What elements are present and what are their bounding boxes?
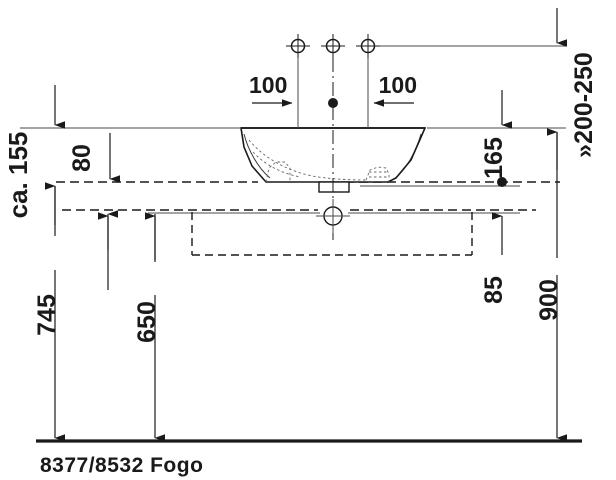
bowl-drain-boss [318, 181, 350, 193]
dim-900-label: 900 [535, 279, 563, 321]
dim-165-label: 165 [480, 137, 508, 179]
right-reference-dot [497, 177, 507, 187]
bowl-right-inner-wall [393, 133, 422, 180]
dim-80-label: 80 [68, 144, 96, 172]
cabinet-line-tick-arrows [98, 212, 156, 262]
bowl-pedestal-hidden [265, 161, 291, 183]
bowl-interior-hidden-detail [248, 139, 390, 183]
dim-100-left-label: 100 [249, 72, 287, 98]
product-label: 8377/8532 Fogo [40, 454, 203, 477]
tap-hole-axis-lines [297, 58, 369, 128]
tap-hole-centre [321, 34, 345, 58]
tap-hole-left [286, 34, 310, 58]
dim-ca155-label: ca. 155 [3, 132, 33, 219]
dim-650-label: 650 [133, 301, 161, 343]
hidden-recess-rectangle [191, 212, 473, 256]
bowl-inner-secondary-curve [252, 151, 301, 178]
centre-origin-dot [328, 98, 338, 108]
tap-hole-group [286, 34, 380, 58]
dim-100-right-label: 100 [379, 72, 417, 98]
dim-85-label: 85 [480, 276, 508, 304]
drain-symbol [316, 199, 350, 233]
bowl-inner-floor-curve [248, 139, 367, 181]
dim-745-label: 745 [33, 294, 61, 336]
bowl-waste-hidden [365, 166, 390, 182]
dim-200-250-label: »200-250 [570, 52, 598, 158]
tap-hole-right [356, 34, 380, 58]
